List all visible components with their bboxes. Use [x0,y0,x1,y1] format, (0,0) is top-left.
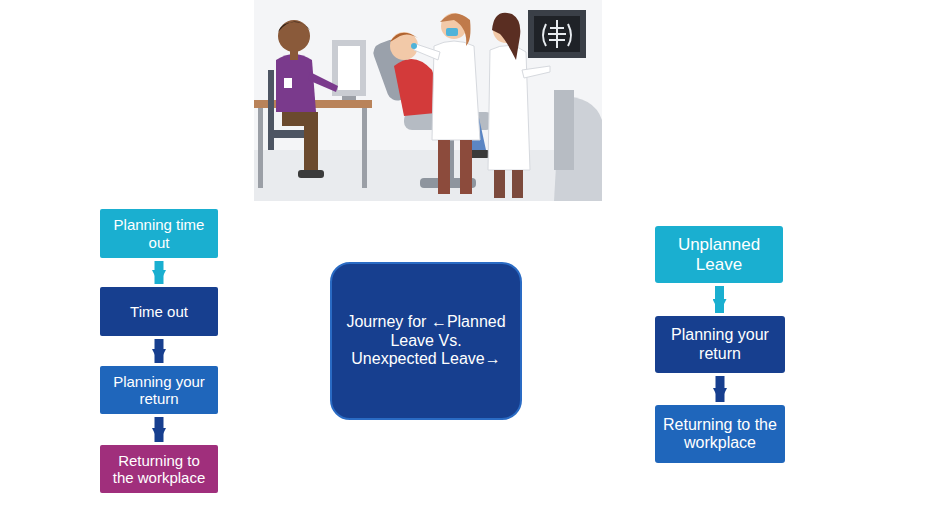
flow-arrow [716,376,725,402]
title-box: Journey for ←Planned Leave Vs. Unexpecte… [330,262,522,420]
clinic-illustration [254,0,602,201]
receptionist-figure [254,20,372,188]
step-box: Planning time out [100,209,218,258]
box-label: Unplanned Leave [661,235,777,274]
box-label: Planning your return [661,326,779,363]
box-label: Returning to the workplace [661,416,779,453]
dental-patient-figure [371,32,494,188]
box-label: Planning your return [106,373,212,408]
dentist-figure [411,13,480,194]
radiologist-figure [488,10,602,201]
illustration-ground [254,0,602,201]
step-box: Returning to the workplace [100,445,218,493]
step-box: Returning to the workplace [655,405,785,463]
box-label: Planning time out [106,216,212,251]
step-box: Unplanned Leave [655,226,783,283]
flow-arrow [155,417,164,442]
step-box: Planning your return [100,366,218,414]
box-label: Journey for ←Planned Leave Vs. Unexpecte… [346,313,506,368]
box-label: Returning to the workplace [106,452,212,487]
box-label: Time out [130,303,188,320]
flow-arrow [155,339,164,363]
flow-arrow [715,286,724,313]
step-box: Planning your return [655,316,785,373]
step-box: Time out [100,287,218,336]
flow-arrow [155,261,164,284]
